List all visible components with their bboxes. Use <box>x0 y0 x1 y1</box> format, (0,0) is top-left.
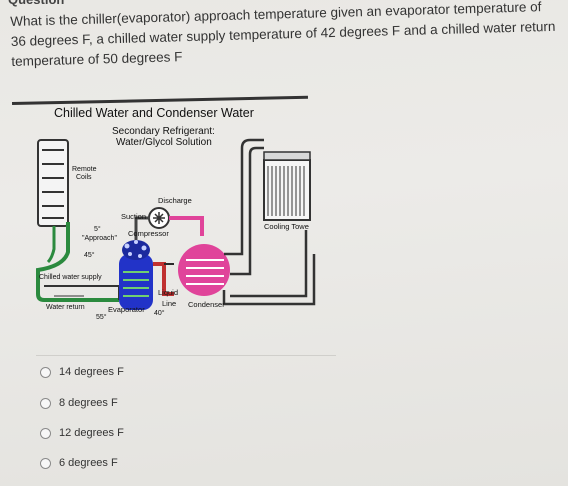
option-4[interactable]: 6 degrees F <box>40 457 118 469</box>
temp-40-label: 40° <box>154 310 165 317</box>
option-label: 14 degrees F <box>59 366 124 378</box>
diagram-graphic <box>36 138 316 310</box>
radio-icon[interactable] <box>40 457 51 469</box>
cooling-tower-label: Cooling Towe <box>264 222 309 231</box>
option-label: 6 degrees F <box>59 457 118 469</box>
evaporator-label: Evaporator <box>108 305 145 314</box>
chiller-diagram: Chilled Water and Condenser Water Second… <box>24 104 324 334</box>
diagram-subtitle-2: Water/Glycol Solution <box>116 137 212 148</box>
temp-45-label: 45° <box>84 252 95 259</box>
diagram-subtitle-1: Secondary Refrigerant: <box>112 126 215 137</box>
liquid-label: Liquid <box>158 288 179 297</box>
option-1[interactable]: 14 degrees F <box>40 366 124 378</box>
option-2[interactable]: 8 degrees F <box>40 397 118 409</box>
option-label: 8 degrees F <box>59 397 118 409</box>
approach-value: 5° <box>94 226 101 233</box>
radio-icon[interactable] <box>40 397 51 409</box>
suction-label: Suction <box>121 212 147 221</box>
discharge-label: Discharge <box>158 196 192 205</box>
approach-label: "Approach" <box>82 235 117 242</box>
option-3[interactable]: 12 degrees F <box>40 427 124 439</box>
radio-icon[interactable] <box>40 427 51 439</box>
compressor-label: Compressor <box>128 229 169 238</box>
radio-icon[interactable] <box>40 366 51 378</box>
options-divider <box>36 355 336 356</box>
chilled-water-supply-label: Chilled water supply <box>39 274 102 281</box>
remote-coils-label-1: Remote <box>72 166 97 173</box>
option-label: 12 degrees F <box>59 427 124 439</box>
water-return-label: Water return <box>46 304 85 311</box>
remote-coils-label-2: Coils <box>76 174 92 181</box>
temp-55-label: 55° <box>96 314 107 321</box>
question-header: Question <box>0 0 72 8</box>
diagram-title: Chilled Water and Condenser Water <box>54 106 254 120</box>
question-text: What is the chiller(evaporator) approach… <box>10 0 556 69</box>
line-label: Line <box>162 299 177 308</box>
condenser-label: Condenser <box>188 300 225 309</box>
